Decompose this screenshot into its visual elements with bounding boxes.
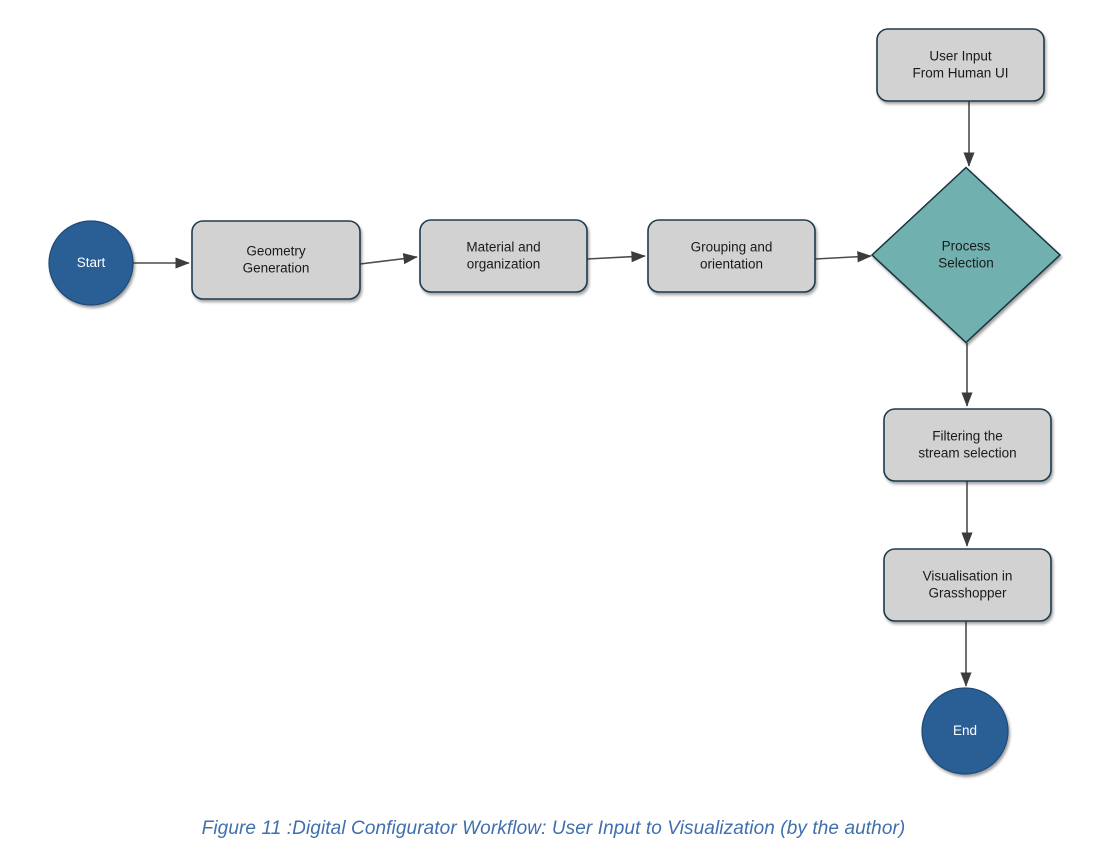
node-shape-diamond: [870, 166, 1062, 344]
node-shape-rect: [876, 28, 1045, 102]
node-label: End: [953, 723, 977, 738]
node-shape-rect: [419, 219, 588, 293]
node-shape-circle: [48, 220, 134, 306]
node-shape-rect: [191, 220, 361, 300]
node-shape-rect: [883, 408, 1052, 482]
connector-layer: [133, 101, 975, 687]
node-label: Start: [77, 255, 106, 270]
figure-caption: Figure 11 :Digital Configurator Workflow…: [201, 818, 906, 839]
node-shape-rect: [883, 548, 1052, 622]
node-end[interactable]: End: [921, 687, 1009, 775]
connector-arrow: [814, 251, 872, 263]
connector-arrow: [359, 253, 418, 265]
node-start[interactable]: Start: [48, 220, 134, 306]
node-shape-rect: [647, 219, 816, 293]
connector-arrow: [586, 251, 646, 263]
node-shape-circle: [921, 687, 1009, 775]
